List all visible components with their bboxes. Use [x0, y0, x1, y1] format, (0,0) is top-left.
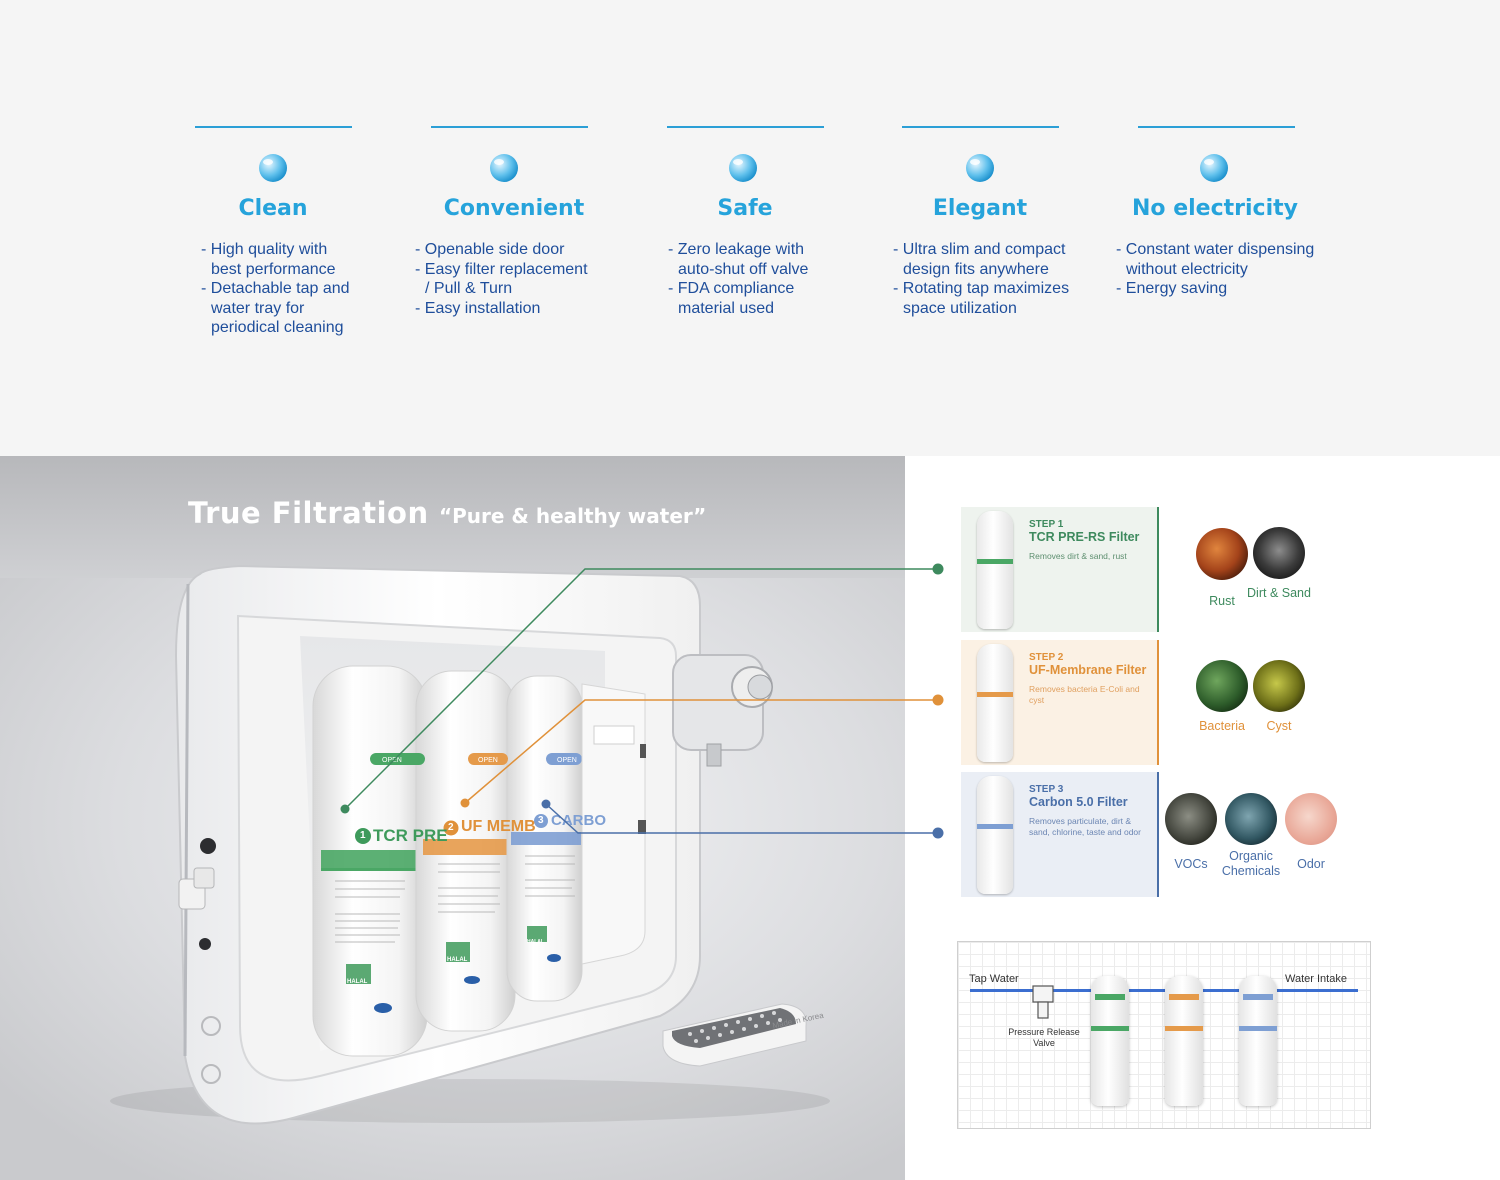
water-pipe — [970, 989, 1358, 992]
feature-no-electricity: No electricity - Constant water dispensi… — [1116, 126, 1378, 297]
water-drop-icon — [729, 154, 757, 182]
cartridge-thumbnail — [977, 644, 1013, 762]
step-desc: Removes particulate, dirt & sand, chlori… — [1029, 816, 1141, 837]
contaminant-odor: Odor — [1284, 793, 1338, 871]
feature-bullet: - Easy filter replacement/ Pull & Turn — [415, 260, 588, 298]
water-purifier-illustration — [110, 564, 830, 1125]
cartridge-thumbnail — [977, 776, 1013, 894]
dirt-sand-image — [1253, 527, 1305, 579]
feature-divider — [902, 126, 1059, 128]
water-drop-icon — [1200, 154, 1228, 182]
filter-step-1: STEP 1 TCR PRE-RS Filter Removes dirt & … — [961, 507, 1159, 632]
step-name: Carbon 5.0 Filter — [1029, 795, 1128, 809]
contaminant-vocs: VOCs — [1164, 793, 1218, 871]
flow-cartridge-2 — [1165, 976, 1203, 1106]
filter-step-3: STEP 3 Carbon 5.0 Filter Removes particu… — [961, 772, 1159, 897]
rust-image — [1196, 528, 1248, 580]
feature-title: No electricity — [1132, 196, 1298, 221]
step-name: UF-Membrane Filter — [1029, 663, 1147, 677]
valve-label: Pressure Release Valve — [1008, 1027, 1080, 1048]
true-filtration-title: True Filtration — [188, 496, 429, 530]
feature-bullet: - Easy installation — [415, 299, 541, 317]
flow-cartridge-3 — [1239, 976, 1277, 1106]
feature-title: Elegant — [932, 196, 1028, 221]
organic-chemicals-image — [1225, 793, 1277, 845]
filter-cartridge-1 — [312, 665, 428, 1057]
feature-bullet: - Openable side door — [415, 241, 565, 258]
step-desc: Removes bacteria E-Coli and cyst — [1029, 684, 1140, 705]
true-filtration-subtitle: “Pure & healthy water” — [439, 504, 707, 528]
feature-divider — [1138, 126, 1295, 128]
feature-divider — [431, 126, 588, 128]
bacteria-image — [1196, 660, 1248, 712]
feature-title: Safe — [717, 196, 773, 221]
feature-divider — [195, 126, 352, 128]
feature-title: Convenient — [443, 196, 585, 221]
contaminant-rust: Rust — [1195, 528, 1249, 608]
water-drop-icon — [259, 154, 287, 182]
cartridge-thumbnail — [977, 511, 1013, 629]
flow-cartridge-1 — [1091, 976, 1129, 1106]
feature-convenient: Convenient - Openable side door - Easy f… — [415, 126, 671, 317]
product-photo-area: OPEN OPEN OPEN 1 2 3 TCR PRE UF MEMB CAR… — [0, 456, 905, 1180]
contaminant-cyst: Cyst — [1252, 660, 1306, 733]
odor-image — [1285, 793, 1337, 845]
feature-title: Clean — [238, 196, 308, 221]
cartridge-label-3: CARBO — [551, 812, 606, 829]
tap-water-label: Tap Water — [969, 973, 1019, 985]
filtration-flow-diagram: Tap Water Water Intake Pressure Release … — [957, 941, 1371, 1129]
contaminant-organic-chemicals: Organic Chemicals — [1222, 793, 1280, 878]
vocs-image — [1165, 793, 1217, 845]
cyst-image — [1253, 660, 1305, 712]
feature-divider — [667, 126, 824, 128]
pressure-release-valve-icon — [1032, 985, 1054, 1019]
contaminant-bacteria: Bacteria — [1195, 660, 1249, 733]
water-drop-icon — [490, 154, 518, 182]
cartridge-label-1: TCR PRE — [373, 826, 448, 845]
filter-step-2: STEP 2 UF-Membrane Filter Removes bacter… — [961, 640, 1159, 765]
contaminant-dirt-sand: Dirt & Sand — [1247, 527, 1311, 600]
cartridge-label-2: UF MEMB — [461, 818, 536, 835]
filter-cartridge-2 — [415, 670, 516, 1032]
step-desc: Removes dirt & sand, rust — [1029, 551, 1127, 561]
step-name: TCR PRE-RS Filter — [1029, 530, 1140, 544]
feature-bullets: - Openable side door - Easy filter repla… — [415, 240, 588, 318]
water-drop-icon — [966, 154, 994, 182]
feature-bullet: - Energy saving — [1116, 280, 1228, 298]
water-intake-label: Water Intake — [1285, 973, 1347, 985]
filter-cartridge-3 — [506, 675, 583, 1002]
